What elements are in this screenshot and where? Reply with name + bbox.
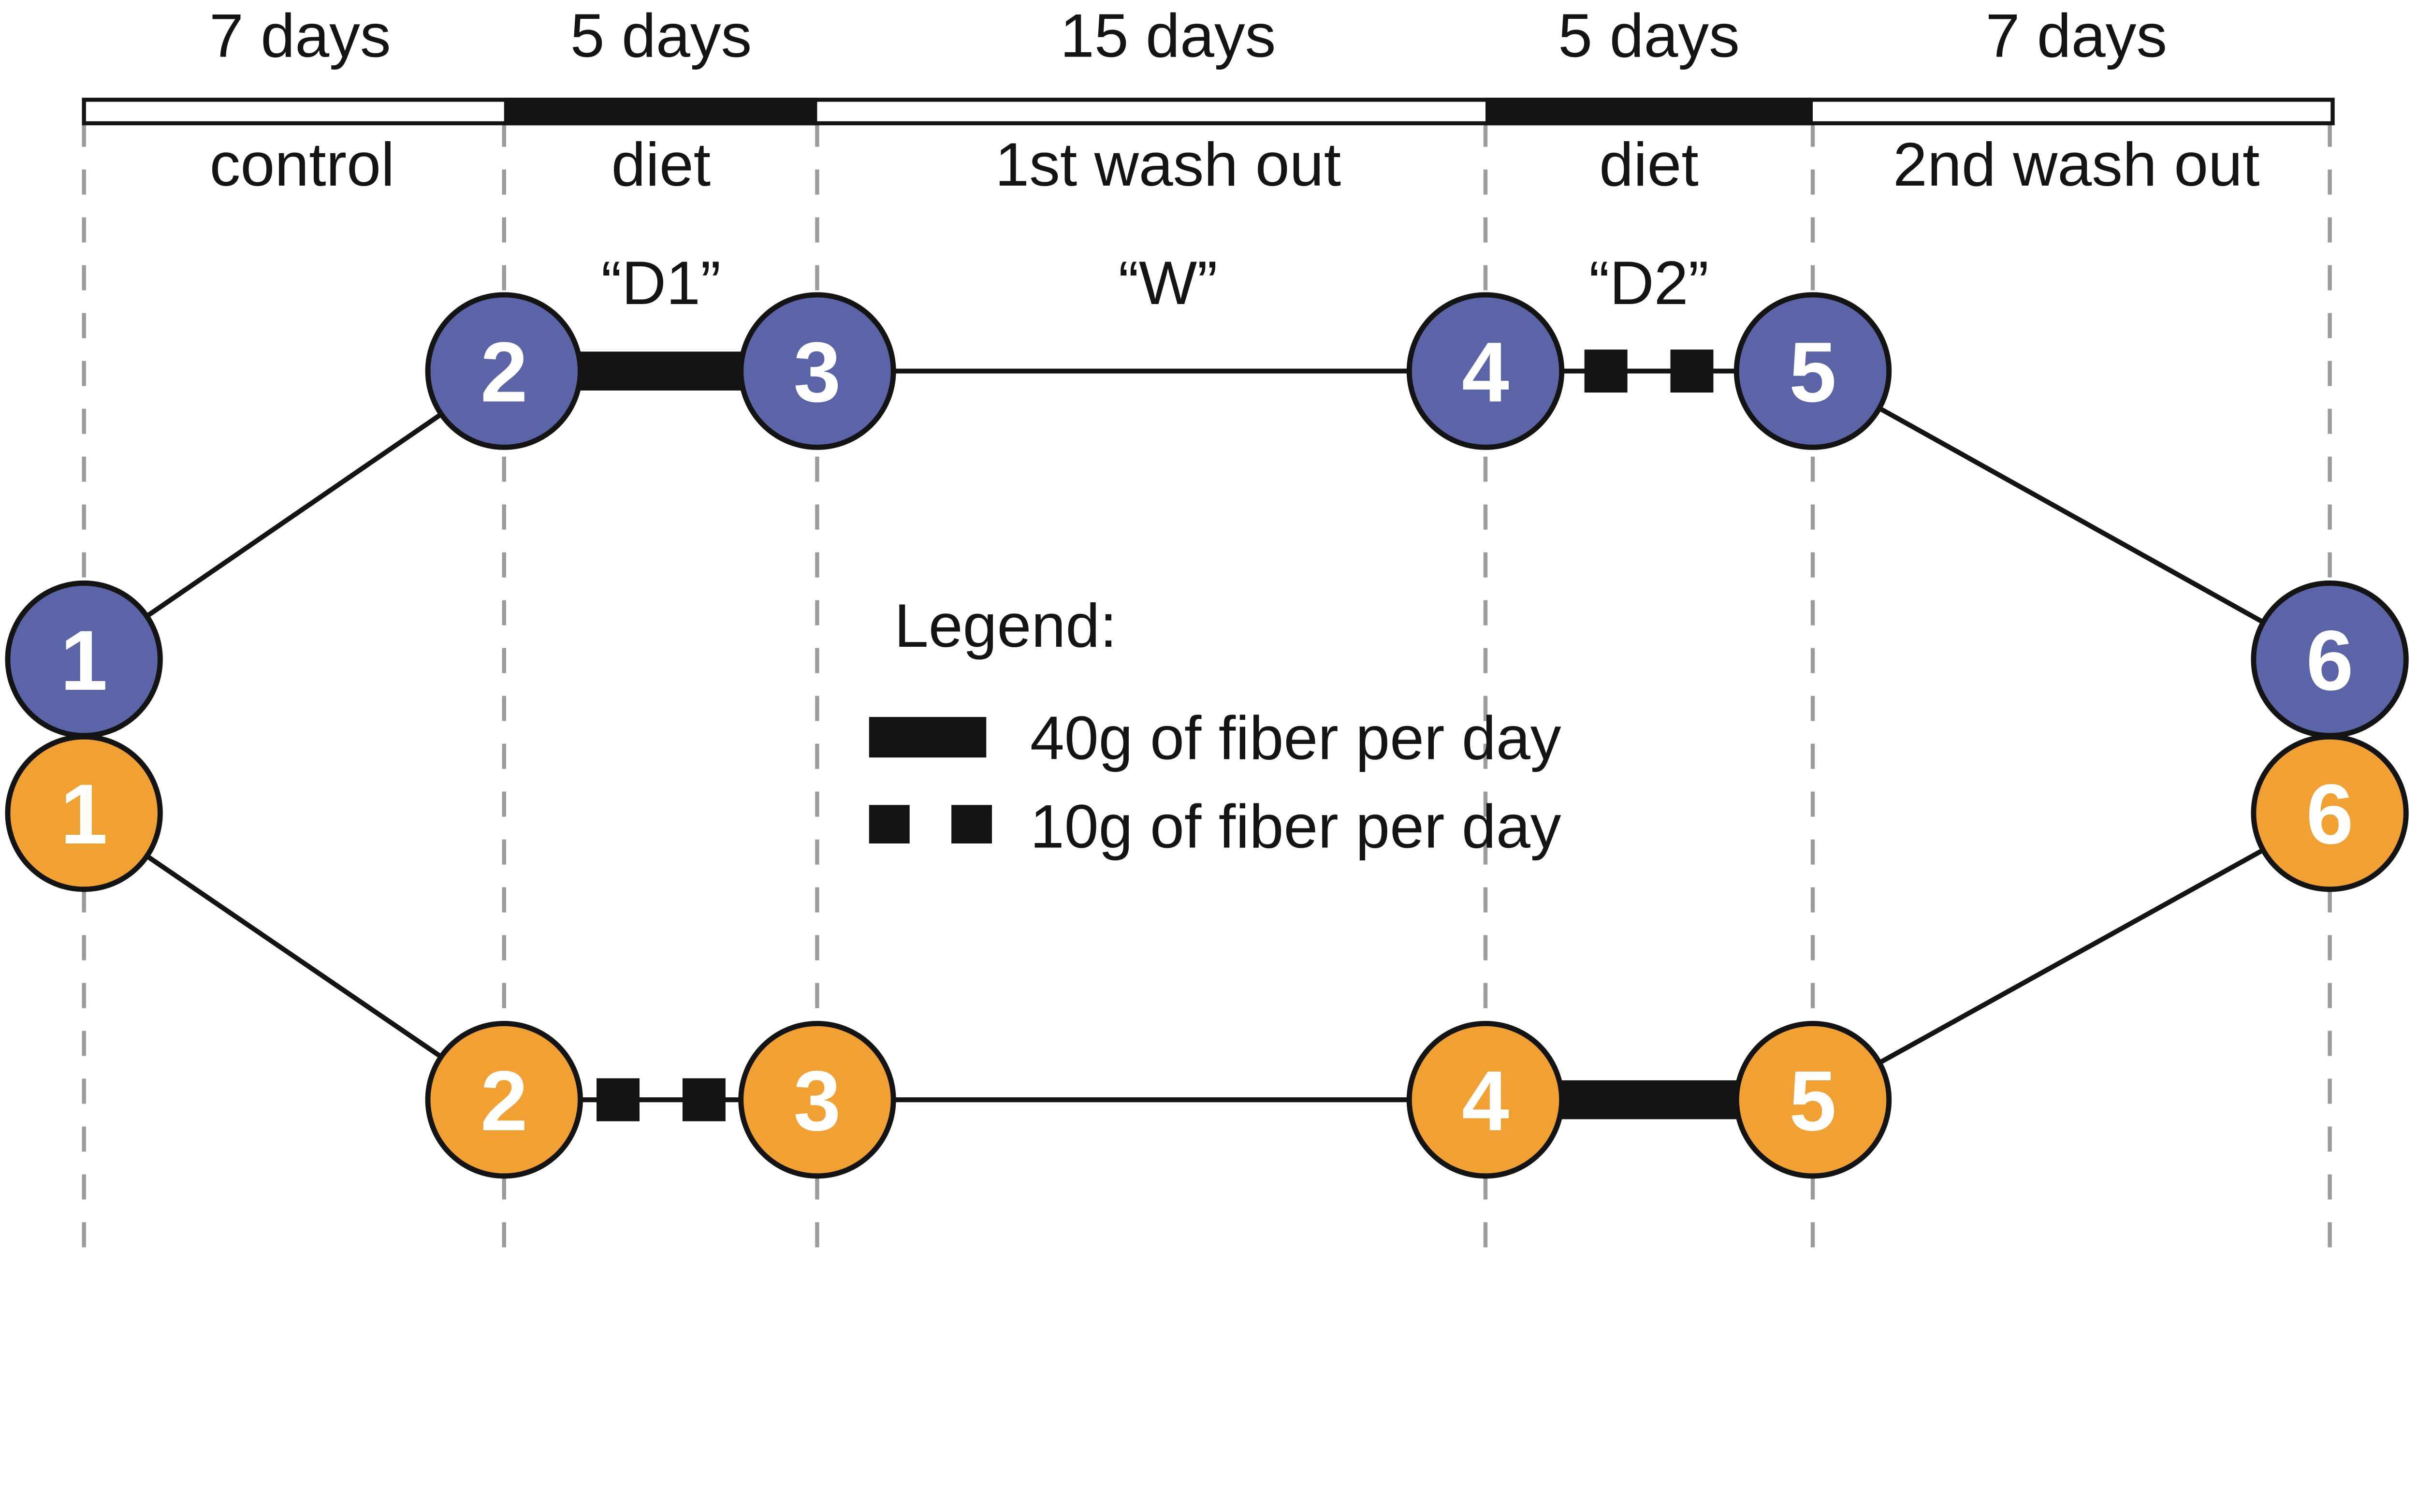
node-label-arm1-2: 2 xyxy=(480,325,528,420)
node-label-arm1-3: 3 xyxy=(793,325,841,420)
phase-name-label-3: 1st wash out xyxy=(995,131,1341,199)
node-arm2-2 xyxy=(425,1020,583,1179)
phase-name-label-5: 2nd wash out xyxy=(1893,131,2259,199)
node-arm1-2 xyxy=(425,292,583,450)
phase-name-label-2: diet xyxy=(612,131,711,199)
legend-swatch-10g-square-a xyxy=(869,805,910,843)
node-arm2-5 xyxy=(1733,1020,1892,1179)
node-label-arm2-6: 6 xyxy=(2306,767,2354,862)
node-label-arm2-4: 4 xyxy=(1462,1054,1509,1149)
phase-duration-label-2: 5 days xyxy=(570,1,752,70)
legend-swatch-40g-bar xyxy=(869,717,987,758)
connector-arm1-5-6 xyxy=(1811,369,2331,662)
phase-duration-label-4: 5 days xyxy=(1558,1,1740,70)
fiber-10g-square-arm2-a xyxy=(597,1078,640,1121)
period-code-d2: “D2” xyxy=(1589,249,1709,318)
timeline-diet-segment-2 xyxy=(1485,98,1813,126)
legend-item-label-40g: 40g of fiber per day xyxy=(1030,704,1561,772)
node-label-arm2-3: 3 xyxy=(793,1054,841,1149)
fiber-10g-square-arm1-b xyxy=(1670,349,1714,393)
period-code-w: “W” xyxy=(1118,249,1217,318)
timeline-bar xyxy=(82,98,2335,126)
node-label-arm2-2: 2 xyxy=(480,1054,528,1149)
connector-arm2-1-2 xyxy=(82,811,506,1102)
connector-arm1-1-2 xyxy=(82,369,506,662)
node-arm1-3 xyxy=(738,292,896,450)
node-label-arm1-1: 1 xyxy=(60,613,108,708)
phase-duration-label-1: 7 days xyxy=(209,1,391,70)
node-label-arm1-4: 4 xyxy=(1462,325,1509,420)
phase-name-label-1: control xyxy=(210,131,395,199)
node-arm1-5 xyxy=(1733,292,1892,450)
phase-name-label-4: diet xyxy=(1599,131,1699,199)
node-arm2-6 xyxy=(2251,734,2409,892)
node-arm2-1 xyxy=(5,734,163,892)
phase-duration-label-5: 7 days xyxy=(1985,1,2167,70)
node-label-arm1-6: 6 xyxy=(2306,613,2354,708)
node-arm2-3 xyxy=(738,1020,896,1179)
connector-arm2-5-6 xyxy=(1811,811,2331,1102)
crossover-study-figure: 7 days 5 days 15 days 5 days 7 days cont… xyxy=(5,1,2409,1264)
node-arm2-4 xyxy=(1406,1020,1565,1179)
node-label-arm1-5: 5 xyxy=(1789,325,1836,420)
fiber-10g-square-arm1-a xyxy=(1584,349,1628,393)
node-label-arm2-1: 1 xyxy=(60,767,108,862)
node-label-arm2-5: 5 xyxy=(1789,1054,1836,1149)
phase-duration-label-3: 15 days xyxy=(1060,1,1276,70)
crossover-study-diagram: 7 days 5 days 15 days 5 days 7 days cont… xyxy=(5,1,2409,1264)
period-code-d1: “D1” xyxy=(601,249,721,318)
legend-swatch-10g-square-b xyxy=(951,805,992,843)
node-arm1-4 xyxy=(1406,292,1565,450)
fiber-10g-square-arm2-b xyxy=(682,1078,726,1121)
legend-title: Legend: xyxy=(894,592,1117,660)
legend-item-label-10g: 10g of fiber per day xyxy=(1030,792,1561,861)
timeline-diet-segment-1 xyxy=(504,98,817,126)
